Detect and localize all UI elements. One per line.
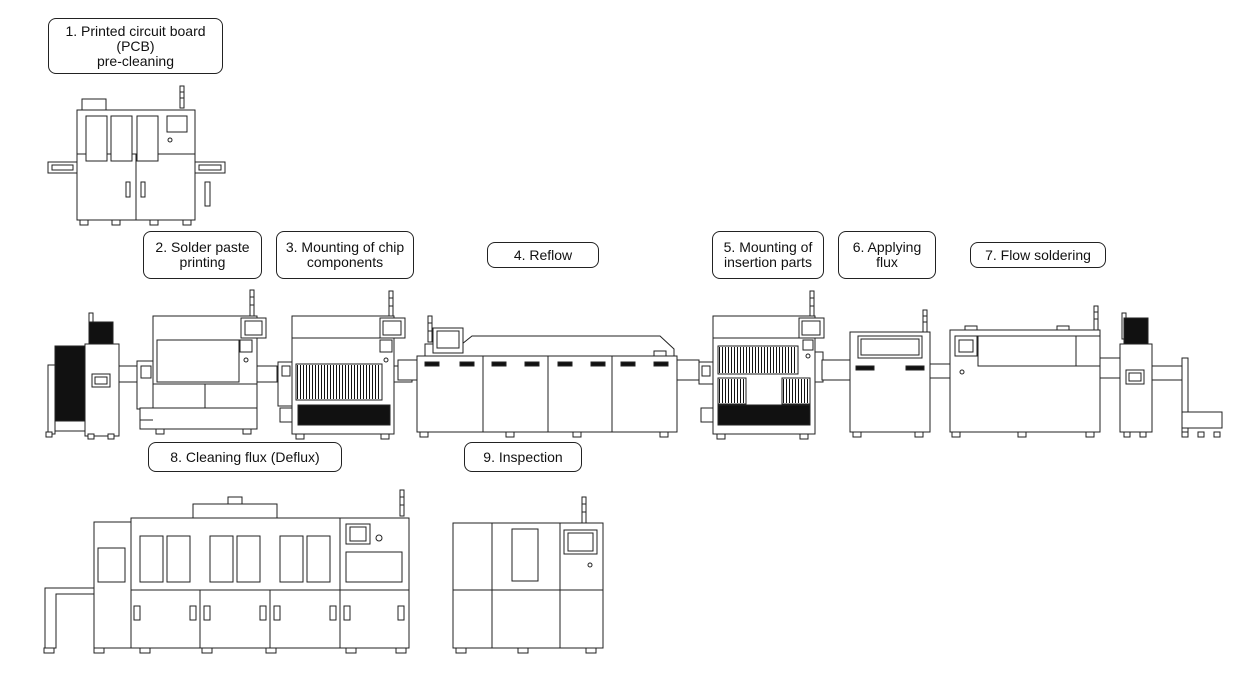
step-label-flow-soldering: 7. Flow soldering — [970, 242, 1106, 268]
machine-inspection — [453, 497, 603, 653]
machine-pcb-pre-cleaning — [48, 86, 225, 225]
step-label-mounting-insertion-parts: 5. Mounting of insertion parts — [712, 231, 824, 279]
insertion-feeder-slats-right — [783, 379, 808, 403]
machine-loader-left — [46, 313, 139, 439]
step-label-solder-paste-printing: 2. Solder paste printing — [143, 231, 262, 279]
machine-deflux-cleaner — [44, 490, 409, 653]
insertion-feeder-slats-top — [719, 347, 795, 373]
step-label-reflow: 4. Reflow — [487, 242, 599, 268]
step-label-pcb-pre-cleaning: 1. Printed circuit board (PCB) pre-clean… — [48, 18, 223, 74]
machine-unloader-right — [1120, 313, 1222, 437]
chip-feeder-slats — [297, 365, 379, 399]
machine-flux-applicator — [822, 310, 952, 437]
step-label-inspection: 9. Inspection — [464, 442, 582, 472]
machine-solder-paste-printer — [137, 290, 277, 434]
step-label-applying-flux: 6. Applying flux — [838, 231, 936, 279]
insertion-feeder-slats-left — [719, 379, 744, 403]
step-label-mounting-chip-components: 3. Mounting of chip components — [276, 231, 414, 279]
machine-flow-soldering — [950, 306, 1120, 437]
step-label-cleaning-flux-deflux: 8. Cleaning flux (Deflux) — [148, 442, 342, 472]
machine-reflow-oven — [398, 316, 699, 437]
